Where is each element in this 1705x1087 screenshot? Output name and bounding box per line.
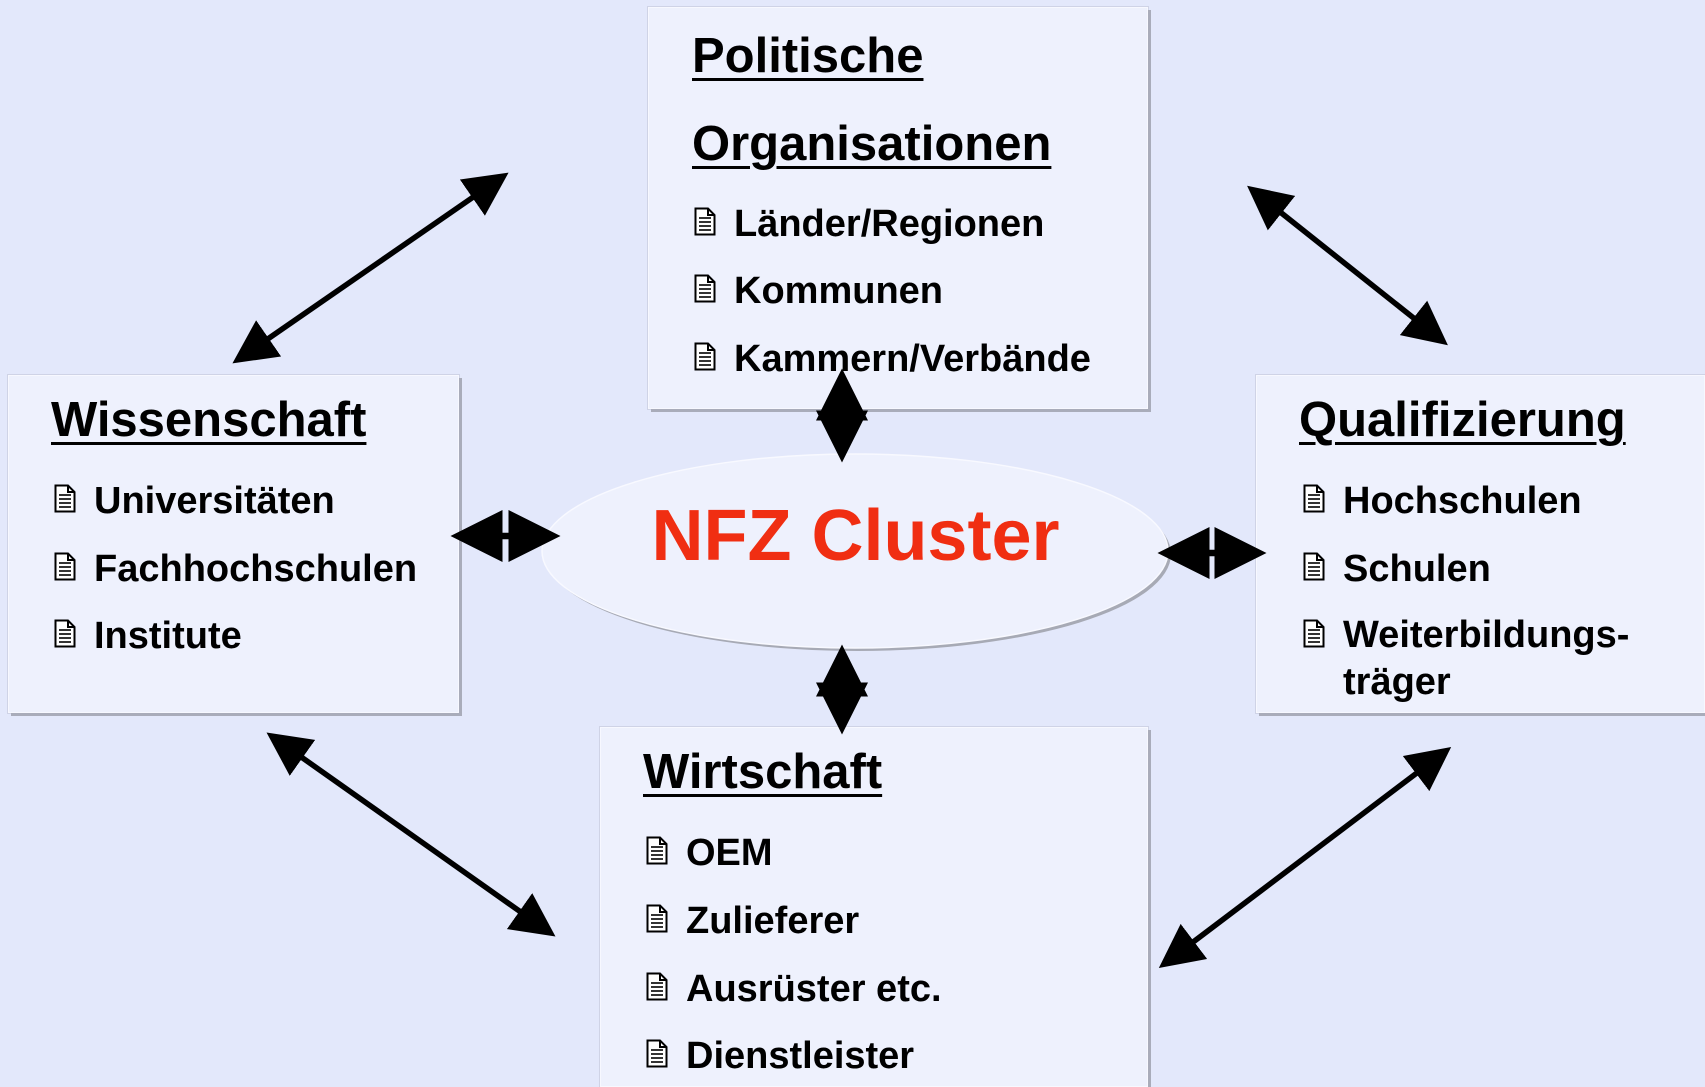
document-icon xyxy=(694,342,716,371)
list-item: Weiterbildungs- träger xyxy=(1303,614,1629,706)
arrow-wissenschaft-politik xyxy=(232,172,509,364)
document-icon xyxy=(54,619,76,648)
list-item: OEM xyxy=(646,834,773,872)
document-icon xyxy=(646,904,668,933)
item-label: OEM xyxy=(686,832,773,874)
list-item: Fachhochschulen xyxy=(54,550,417,588)
item-label: Kommunen xyxy=(734,270,943,312)
document-icon xyxy=(646,972,668,1001)
title-politische: Politische xyxy=(692,29,924,83)
document-icon xyxy=(1303,619,1325,648)
document-icon xyxy=(54,552,76,581)
box-politische-organisationen xyxy=(648,7,1148,409)
center-label: NFZ Cluster xyxy=(651,496,1060,576)
document-icon xyxy=(694,207,716,236)
list-item: Schulen xyxy=(1303,550,1491,588)
item-label: Kammern/Verbände xyxy=(734,338,1091,380)
box-wirtschaft xyxy=(600,727,1148,1087)
list-item: Kammern/Verbände xyxy=(694,340,1091,378)
item-label: Ausrüster etc. xyxy=(686,968,942,1010)
list-item: Zulieferer xyxy=(646,902,859,940)
item-label: Universitäten xyxy=(94,480,335,522)
title-organisationen: Organisationen xyxy=(692,117,1052,171)
document-icon xyxy=(54,484,76,513)
item-label: Hochschulen xyxy=(1343,480,1582,522)
item-label: Institute xyxy=(94,615,242,657)
item-label: Fachhochschulen xyxy=(94,548,418,590)
document-icon xyxy=(1303,484,1325,513)
box-wissenschaft xyxy=(8,375,459,713)
document-icon xyxy=(646,836,668,865)
item-label: Weiterbildungs- träger xyxy=(1343,614,1630,703)
arrow-wissenschaft-wirtschaft xyxy=(266,732,556,937)
list-item: Ausrüster etc. xyxy=(646,970,942,1008)
list-item: Universitäten xyxy=(54,482,335,520)
document-icon xyxy=(646,1039,668,1068)
document-icon xyxy=(1303,552,1325,581)
title-wissenschaft: Wissenschaft xyxy=(51,393,367,447)
title-qualifizierung: Qualifizierung xyxy=(1299,393,1626,447)
list-item: Länder/Regionen xyxy=(694,205,1044,243)
list-item: Dienstleister xyxy=(646,1037,914,1075)
box-qualifizierung xyxy=(1256,375,1705,713)
item-label: Dienstleister xyxy=(686,1035,915,1077)
list-item: Kommunen xyxy=(694,272,943,310)
arrow-politik-qualifizierung xyxy=(1247,185,1448,346)
list-item: Hochschulen xyxy=(1303,482,1582,520)
list-item: Institute xyxy=(54,617,242,655)
arrow-qualifizierung-wirtschaft xyxy=(1158,747,1452,968)
title-wirtschaft: Wirtschaft xyxy=(643,745,883,799)
item-label: Schulen xyxy=(1343,548,1491,590)
document-icon xyxy=(694,274,716,303)
item-label: Länder/Regionen xyxy=(734,203,1045,245)
item-label: Zulieferer xyxy=(686,900,860,942)
